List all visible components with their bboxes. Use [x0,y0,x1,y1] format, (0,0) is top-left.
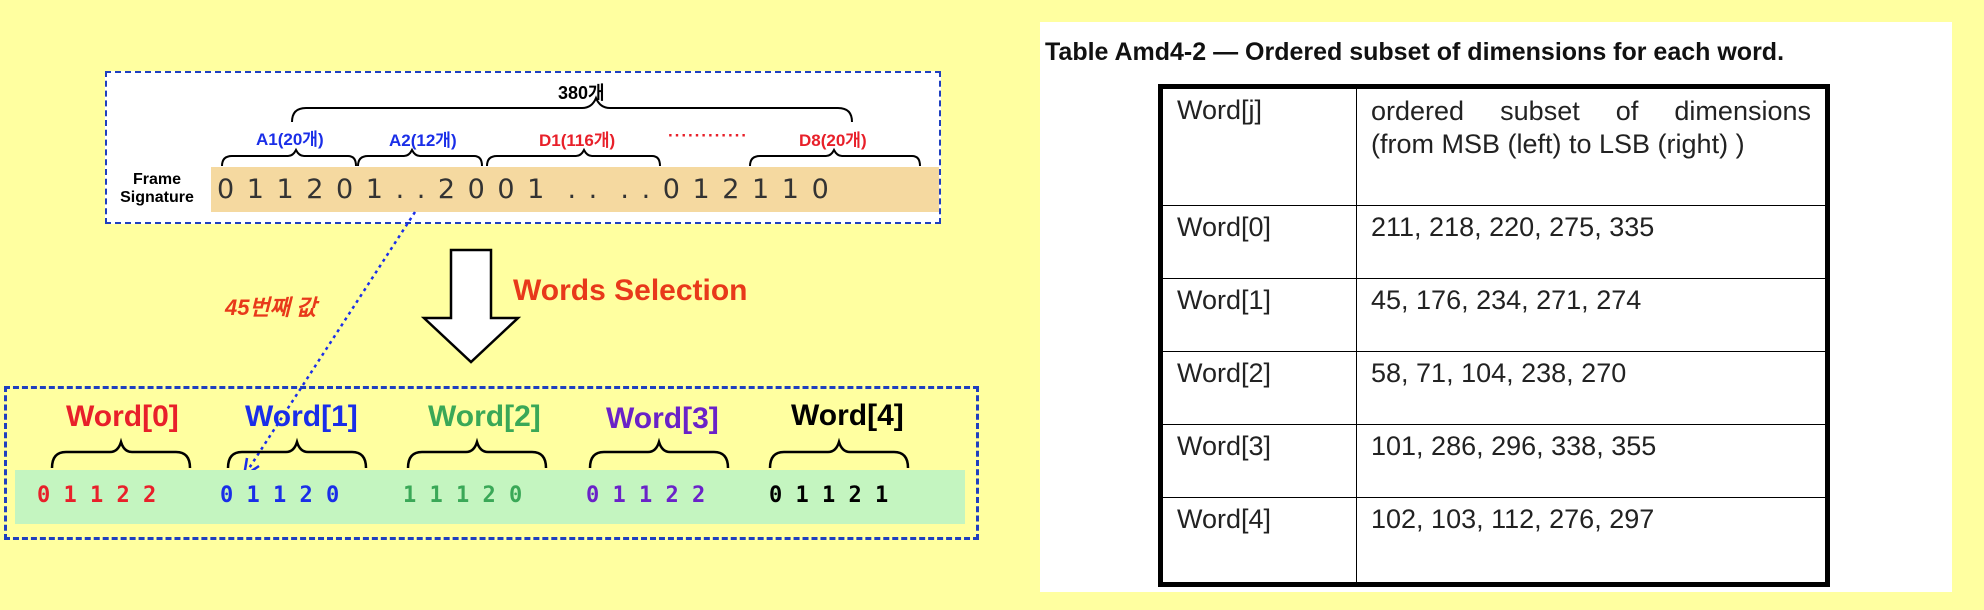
word-digits-4: 0 1 1 2 1 [769,483,889,508]
row-word: Word[0] [1160,205,1357,279]
row-word: Word[4] [1160,497,1357,585]
total-count-label: 380개 [558,83,605,103]
table-row: Word[4] 102, 103, 112, 276, 297 [1160,497,1828,585]
row-dims: 45, 176, 234, 271, 274 [1356,278,1828,352]
frame-label-line2: Signature [120,189,194,206]
word-digits-2: 1 1 1 2 0 [403,483,523,508]
table-header-row: Word[j] ordered subset of dimensions (fr… [1160,86,1828,206]
words-selection-label: Words Selection [513,274,748,307]
row-dims: 58, 71, 104, 238, 270 [1356,351,1828,425]
brace-word1 [226,437,368,469]
frame-label-line1: Frame [132,171,182,188]
segment-label-a1: A1(20개) [256,130,324,149]
segment-label-a2: A2(12개) [389,131,457,150]
frame-signature-label: Frame Signature [112,171,202,207]
segment-label-d8: D8(20개) [799,131,867,150]
table-row: Word[0] 211, 218, 220, 275, 335 [1160,205,1828,279]
word-digits-1: 0 1 1 2 0 [220,483,340,508]
brace-word3 [588,437,730,469]
row-word: Word[3] [1160,424,1357,498]
words-selection-arrow [420,248,522,364]
segment-label-ellipsis: ············ [668,126,748,145]
words-box [4,386,979,540]
table-row: Word[2] 58, 71, 104, 238, 270 [1160,351,1828,425]
brace-word0 [50,437,192,469]
brace-word2 [406,437,548,469]
header-dimensions-line2: (from MSB (left) to LSB (right) ) [1371,129,1745,159]
table-row: Word[3] 101, 286, 296, 338, 355 [1160,424,1828,498]
word-label-0: Word[0] [66,400,179,433]
dimensions-table: Word[j] ordered subset of dimensions (fr… [1158,84,1830,587]
row-dims: 211, 218, 220, 275, 335 [1356,205,1828,279]
frame-signature-digits: 0 1 1 2 0 1 . . 2 0 0 1 . . . . 0 1 2 1 … [217,174,831,205]
header-dimensions: ordered subset of dimensions (from MSB (… [1356,86,1828,206]
word-label-1: Word[1] [245,400,358,433]
table-title: Table Amd4-2 — Ordered subset of dimensi… [1045,38,1785,66]
table-row: Word[1] 45, 176, 234, 271, 274 [1160,278,1828,352]
header-dimensions-line1: ordered subset of dimensions [1371,96,1811,126]
brace-d1 [486,147,661,167]
brace-word4 [768,437,910,469]
nth-value-label: 45번째 값 [225,295,317,320]
brace-a1 [221,147,357,167]
row-dims: 102, 103, 112, 276, 297 [1356,497,1828,585]
word-digits-3: 0 1 1 2 2 [586,483,706,508]
word-label-4: Word[4] [791,399,904,432]
row-word: Word[2] [1160,351,1357,425]
row-dims: 101, 286, 296, 338, 355 [1356,424,1828,498]
header-word: Word[j] [1160,86,1357,206]
brace-a2 [357,147,483,167]
segment-label-d1: D1(116개) [539,131,616,150]
total-brace [291,95,853,123]
words-bar [15,470,965,524]
row-word: Word[1] [1160,278,1357,352]
word-digits-0: 0 1 1 2 2 [37,483,157,508]
word-label-2: Word[2] [428,400,541,433]
brace-d8 [749,147,921,167]
word-label-3: Word[3] [606,402,719,435]
frame-signature-bar [211,167,939,212]
